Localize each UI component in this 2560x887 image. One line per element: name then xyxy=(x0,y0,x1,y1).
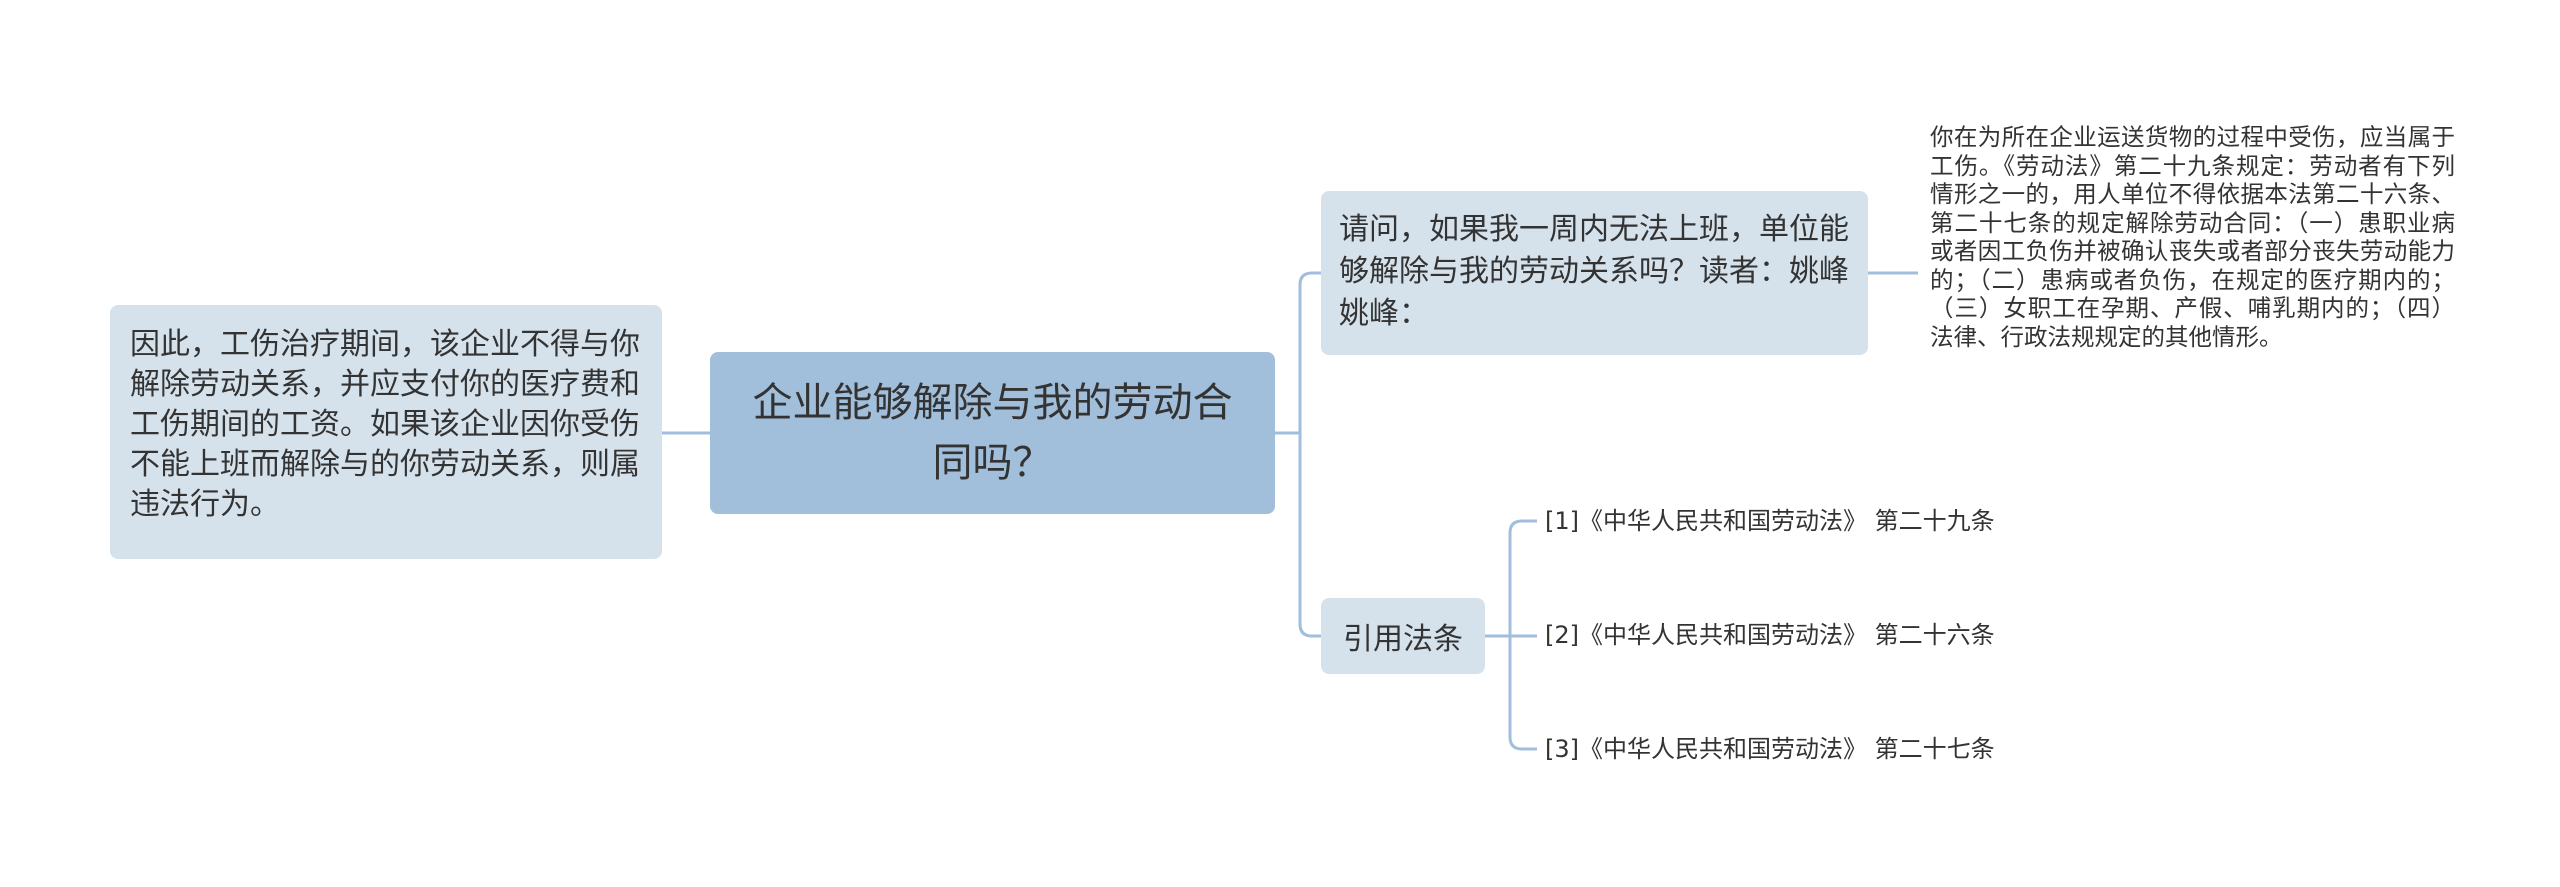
question-node[interactable]: 请问，如果我一周内无法上班，单位能够解除与我的劳动关系吗？读者：姚峰姚峰： xyxy=(1321,191,1868,355)
left-node[interactable]: 因此，工伤治疗期间，该企业不得与你解除劳动关系，并应支付你的医疗费和工伤期间的工… xyxy=(110,305,662,559)
root-topic[interactable]: 企业能够解除与我的劳动合同吗？ xyxy=(710,352,1275,514)
left-node-text: 因此，工伤治疗期间，该企业不得与你解除劳动关系，并应支付你的医疗费和工伤期间的工… xyxy=(130,327,640,522)
root-topic-text: 企业能够解除与我的劳动合同吗？ xyxy=(752,380,1233,486)
answer-text: 你在为所在企业运送货物的过程中受伤，应当属于工伤。《劳动法》第二十九条规定：劳动… xyxy=(1930,123,2455,351)
reference-item-3[interactable]: [3]《中华人民共和国劳动法》 第二十七条 xyxy=(1545,735,1995,763)
reference-item-1[interactable]: [1]《中华人民共和国劳动法》 第二十九条 xyxy=(1545,507,1995,535)
reference-item-2[interactable]: [2]《中华人民共和国劳动法》 第二十六条 xyxy=(1545,621,1995,649)
question-node-text: 请问，如果我一周内无法上班，单位能够解除与我的劳动关系吗？读者：姚峰姚峰： xyxy=(1339,212,1849,331)
references-node[interactable]: 引用法条 xyxy=(1321,598,1485,674)
connector-right-trunk xyxy=(1298,271,1321,638)
references-label: 引用法条 xyxy=(1343,622,1463,657)
